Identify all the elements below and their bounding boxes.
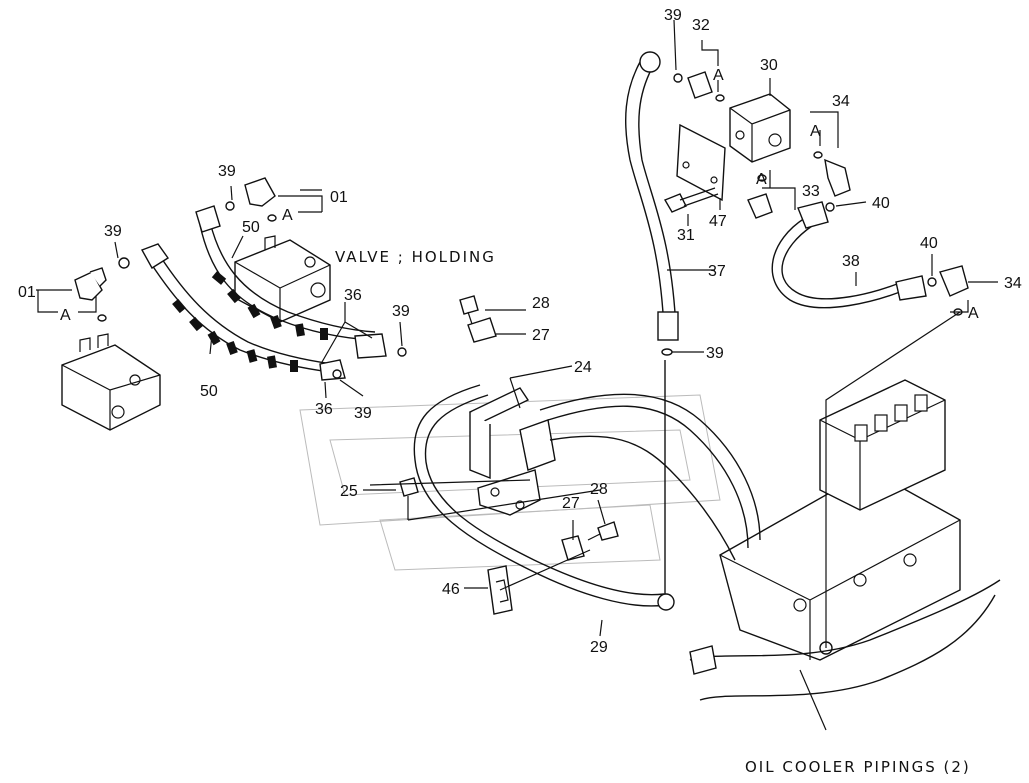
group-label-a-33: A — [756, 171, 767, 188]
block-30 — [729, 93, 791, 163]
elbow-fitting-left — [74, 267, 107, 322]
pipe-37 — [624, 51, 679, 356]
part-label-27-bottom: 27 — [562, 495, 580, 512]
clamp-27-lower — [561, 521, 619, 561]
caption-valve-holding: VALVE ; HOLDING — [335, 248, 496, 266]
part-label-28-bottom: 28 — [590, 481, 608, 498]
fitting-33 — [747, 174, 773, 219]
plate-47 — [676, 123, 726, 202]
part-label-27-top: 27 — [532, 327, 550, 344]
part-label-50-top: 50 — [242, 219, 260, 236]
group-label-a-top: A — [282, 207, 293, 224]
part-label-40-top: 40 — [872, 195, 890, 212]
part-label-34-top: 34 — [832, 93, 850, 110]
part-label-50-left: 50 — [200, 383, 218, 400]
part-label-25: 25 — [340, 483, 358, 500]
holding-valve-left — [61, 333, 161, 431]
part-label-39-bottom: 39 — [354, 405, 372, 422]
part-label-29: 29 — [590, 639, 608, 656]
part-label-31: 31 — [677, 227, 695, 244]
part-label-39-top-right: 39 — [664, 7, 682, 24]
part-label-39-top: 39 — [218, 163, 236, 180]
part-label-28-top: 28 — [532, 295, 550, 312]
part-label-46: 46 — [442, 581, 460, 598]
leader-lines — [36, 19, 998, 731]
elbow-fitting-top — [225, 177, 277, 222]
part-label-39-left: 39 — [104, 223, 122, 240]
hose-50-top — [195, 205, 387, 359]
fitting-32 — [673, 71, 725, 102]
part-label-01-left: 01 — [18, 284, 36, 301]
part-label-36-bottom: 36 — [315, 401, 333, 418]
group-label-a-34: A — [810, 123, 821, 140]
group-label-a-left: A — [60, 307, 71, 324]
part-label-38: 38 — [842, 253, 860, 270]
bracket-24 — [468, 387, 556, 516]
watermark-frame — [299, 394, 721, 571]
group-label-a-right: A — [968, 305, 979, 322]
control-valve — [689, 379, 1001, 701]
part-label-39-right: 39 — [706, 345, 724, 362]
part-label-36-top: 36 — [344, 287, 362, 304]
part-label-30: 30 — [760, 57, 778, 74]
part-label-33: 33 — [802, 183, 820, 200]
part-label-32: 32 — [692, 17, 710, 34]
labels: VALVE ; HOLDING OIL COOLER PIPINGS (2) 0… — [18, 7, 1022, 776]
pipe-29 — [413, 360, 675, 611]
caption-oil-cooler: OIL COOLER PIPINGS (2) — [745, 758, 971, 776]
part-label-39-mid: 39 — [392, 303, 410, 320]
part-label-34-right: 34 — [1004, 275, 1022, 292]
group-label-a-32: A — [713, 67, 724, 84]
bolt-31 — [663, 187, 719, 213]
part-label-47: 47 — [709, 213, 727, 230]
part-label-01-top: 01 — [330, 189, 348, 206]
clamp-27-upper — [332, 317, 497, 379]
bolt-28-upper — [459, 295, 479, 325]
part-label-40-right: 40 — [920, 235, 938, 252]
hose-38 — [771, 201, 937, 309]
elbow-34-right — [939, 265, 969, 316]
return-pipes — [539, 393, 761, 561]
part-label-37: 37 — [708, 263, 726, 280]
part-label-24: 24 — [574, 359, 592, 376]
elbow-34-top — [813, 151, 851, 197]
bolt-25 — [399, 477, 419, 520]
